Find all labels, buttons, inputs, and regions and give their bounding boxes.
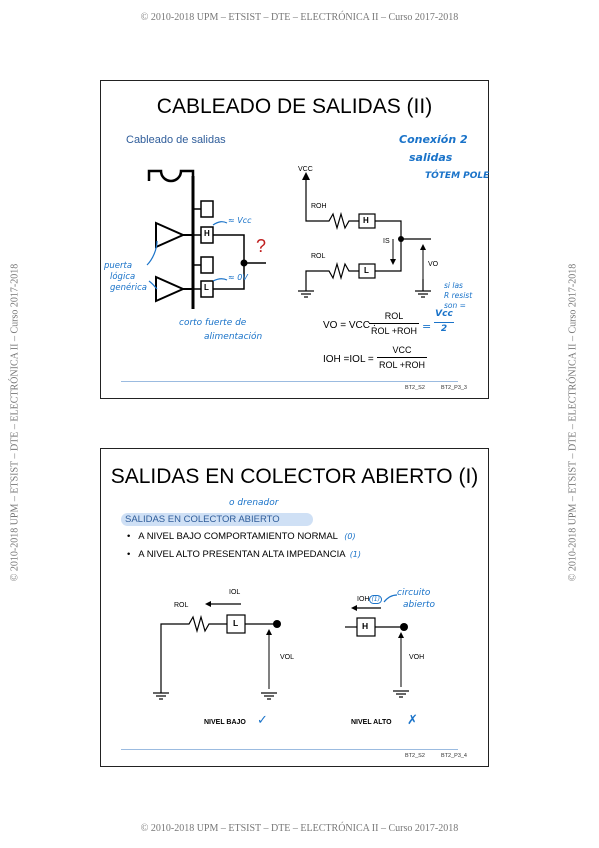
chip-notch bbox=[147, 169, 195, 183]
eq1-lhs: VO = VCC · bbox=[323, 320, 377, 331]
pill-highlight bbox=[121, 513, 313, 526]
note-approx-zero: ≈ 0V bbox=[228, 273, 248, 282]
pill-label: SALIDAS EN COLECTOR ABIERTO bbox=[125, 514, 280, 525]
label-rol: ROL bbox=[311, 253, 326, 260]
label-roh: ROH bbox=[311, 203, 327, 210]
gate-l-icon bbox=[155, 275, 186, 303]
level-high-label: NIVEL ALTO bbox=[351, 719, 392, 726]
slide-2-code-a: BT2_S2 bbox=[405, 753, 425, 759]
box-l-label: L bbox=[233, 618, 239, 628]
eq2-numerator: VCC bbox=[392, 345, 412, 355]
junction-dot bbox=[240, 259, 248, 267]
slide-1-footer-line bbox=[121, 381, 458, 382]
box-h-label: H bbox=[363, 216, 369, 225]
note-equal-resistors: si las R resist son = bbox=[444, 281, 473, 310]
eq2-denominator: ROL +ROH bbox=[379, 360, 425, 370]
eq2-fraction-bar bbox=[377, 357, 427, 358]
bullet-2: • A NIVEL ALTO PRESENTAN ALTA IMPEDANCIA… bbox=[127, 549, 362, 560]
label-vol: VOL bbox=[280, 654, 295, 661]
resistor-roh-icon bbox=[305, 211, 359, 231]
label-is: IS bbox=[383, 238, 390, 245]
eq2-lhs: IOH =IOL = bbox=[323, 354, 374, 365]
note-drain: o drenador bbox=[229, 498, 279, 508]
eq1-fraction-bar bbox=[369, 323, 419, 324]
bullet-1: • A NIVEL BAJO COMPORTAMIENTO NORMAL (0) bbox=[127, 531, 356, 542]
eq1-rhs-den: 2 bbox=[440, 324, 448, 334]
note-approx-vcc: ≈ Vcc bbox=[228, 216, 252, 225]
label-vo: VO bbox=[428, 261, 439, 268]
eq1-rhs-num: Vcc bbox=[435, 309, 453, 319]
chip-label-l: L bbox=[204, 283, 209, 292]
chip-pin-1 bbox=[200, 200, 214, 218]
box-h-label: H bbox=[362, 621, 369, 631]
cross-icon: ✗ bbox=[407, 713, 418, 728]
side-text-right: © 2010-2018 UPM – ETSIST – DTE – ELECTRÓ… bbox=[567, 263, 579, 582]
note-short-circuit: corto fuerte de alimentación bbox=[179, 318, 263, 342]
slide-1-circuit bbox=[146, 169, 431, 309]
slide-1-subtitle: Cableado de salidas bbox=[126, 134, 226, 146]
eq1-equals: = bbox=[422, 320, 432, 333]
page-footer: © 2010-2018 UPM – ETSIST – DTE – ELECTRÓ… bbox=[140, 823, 459, 834]
chip-label-h: H bbox=[204, 229, 210, 238]
note-totem-pole: Conexión 2 salidas TÓTEM POLE bbox=[399, 133, 490, 181]
vcc-arrow-icon bbox=[302, 172, 310, 180]
check-icon: ✓ bbox=[257, 713, 268, 728]
label-rol: ROL bbox=[174, 602, 189, 609]
ioh-arrow-icon bbox=[351, 605, 357, 611]
iol-arrow-icon bbox=[205, 601, 211, 607]
slide-1-title: CABLEADO DE SALIDAS (II) bbox=[156, 95, 433, 118]
eq1-numerator: ROL bbox=[384, 311, 404, 321]
question-mark: ? bbox=[256, 236, 267, 256]
gate-h-icon bbox=[155, 221, 186, 249]
slide-2-footer-line bbox=[121, 749, 458, 750]
is-arrow-icon bbox=[390, 259, 396, 265]
page-header: © 2010-2018 UPM – ETSIST – DTE – ELECTRÓ… bbox=[140, 12, 459, 23]
label-vcc: VCC bbox=[298, 166, 313, 173]
eq1-denominator: ROL +ROH bbox=[371, 326, 417, 336]
slide-2-code-b: BT2_P3_4 bbox=[441, 753, 467, 759]
level-low-label: NIVEL BAJO bbox=[204, 719, 246, 726]
resistor-rol-icon bbox=[160, 614, 227, 693]
slide-1-code-b: BT2_P3_3 bbox=[441, 385, 467, 391]
chip-pin-3 bbox=[200, 256, 214, 274]
slide-1: CABLEADO DE SALIDAS (II) Cableado de sal… bbox=[100, 80, 489, 399]
label-ioh: IOH(1) bbox=[357, 595, 382, 604]
note-open-circuit: circuito abierto bbox=[397, 588, 436, 610]
slide-2-title: SALIDAS EN COLECTOR ABIERTO (I) bbox=[110, 465, 479, 488]
slide-1-code-a: BT2_S2 bbox=[405, 385, 425, 391]
label-voh: VOH bbox=[409, 654, 425, 661]
label-iol: IOL bbox=[229, 589, 241, 596]
note-generic-gate: puerta lógica genérica bbox=[104, 261, 147, 293]
side-text-left: © 2010-2018 UPM – ETSIST – DTE – ELECTRÓ… bbox=[9, 263, 21, 582]
slide-2-circuit bbox=[153, 594, 409, 700]
resistor-rol-icon bbox=[305, 261, 359, 291]
slide-2: SALIDAS EN COLECTOR ABIERTO (I) o drenad… bbox=[100, 448, 489, 767]
box-l-label: L bbox=[364, 266, 369, 275]
